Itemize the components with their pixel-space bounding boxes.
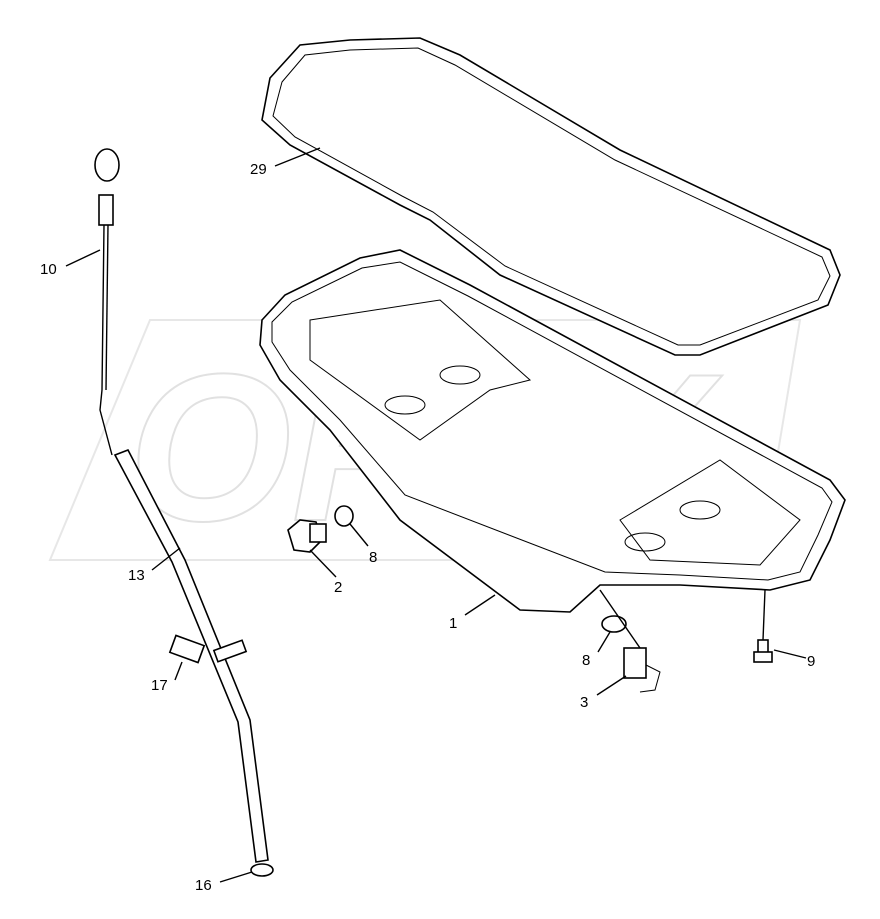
callout-17: 17 xyxy=(151,677,168,694)
callout-13: 13 xyxy=(128,567,145,584)
drain-plug-lower xyxy=(623,647,661,693)
callout-2: 2 xyxy=(334,579,343,596)
o-ring-upper xyxy=(334,505,354,527)
leader-lines xyxy=(65,147,807,883)
seal-ring xyxy=(250,863,274,877)
dipstick xyxy=(94,148,120,456)
oil-pan xyxy=(259,249,846,613)
callout-8-lower: 8 xyxy=(582,652,591,669)
callout-1: 1 xyxy=(449,615,458,632)
callout-8-upper: 8 xyxy=(369,549,378,566)
guide-tube xyxy=(113,448,269,863)
drain-plug-upper xyxy=(287,519,327,553)
callout-3: 3 xyxy=(580,694,589,711)
callout-10: 10 xyxy=(40,261,57,278)
o-ring-lower xyxy=(601,615,627,633)
gasket xyxy=(261,37,841,356)
callout-16: 16 xyxy=(195,877,212,894)
screw xyxy=(753,639,773,663)
sleeve xyxy=(168,634,206,664)
callout-29: 29 xyxy=(250,161,267,178)
callout-9: 9 xyxy=(807,653,816,670)
